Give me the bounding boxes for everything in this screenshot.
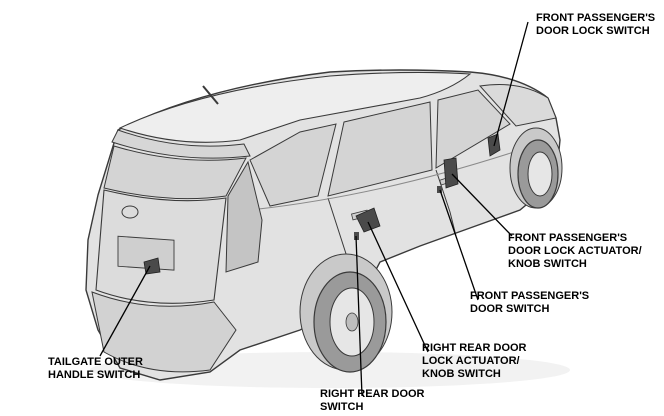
leader-front-passenger-door-lock-actuator [451,173,513,237]
tail-light [225,160,263,273]
hood [479,84,557,127]
front-passenger-door-lock-actuator-part [443,157,459,189]
leader-lines [99,21,529,397]
leader-front-passenger-door-switch [439,189,479,301]
roof-spoiler [111,129,251,159]
callout-front-passenger-door-switch: FRONT PASSENGER'S DOOR SWITCH [470,290,590,315]
rear-emblem [121,205,139,219]
callout-tailgate-outer-handle-switch: TAILGATE OUTER HANDLE SWITCH [48,356,143,381]
front-wheel-rim [527,151,553,197]
body-character-line [249,149,521,211]
front-passenger-door-switch-part [437,186,442,193]
callout-front-passenger-door-lock-switch: FRONT PASSENGER'S DOOR LOCK SWITCH [536,12,656,37]
rear-quarter-window [249,123,337,207]
rear-window [103,145,247,200]
rear-door-window [327,101,433,197]
rear-bumper [91,291,237,373]
callout-right-rear-door-lock-actuator: RIGHT REAR DOOR LOCK ACTUATOR/ KNOB SWIT… [422,342,527,380]
leader-front-passenger-door-lock-switch [493,21,529,147]
antenna [202,85,219,105]
right-rear-door-lock-actuator-part [355,207,381,233]
rear-wheel-hub [345,312,359,332]
leader-right-rear-door-switch [355,235,363,397]
leader-right-rear-door-lock-actuator [367,221,429,353]
leader-tailgate-outer-handle-switch [99,265,151,357]
callout-right-rear-door-switch: RIGHT REAR DOOR SWITCH [320,388,425,413]
front-door-window [435,89,511,169]
vehicle-roof [118,71,472,143]
callout-front-passenger-door-lock-actuator: FRONT PASSENGER'S DOOR LOCK ACTUATOR/ KN… [508,232,642,270]
